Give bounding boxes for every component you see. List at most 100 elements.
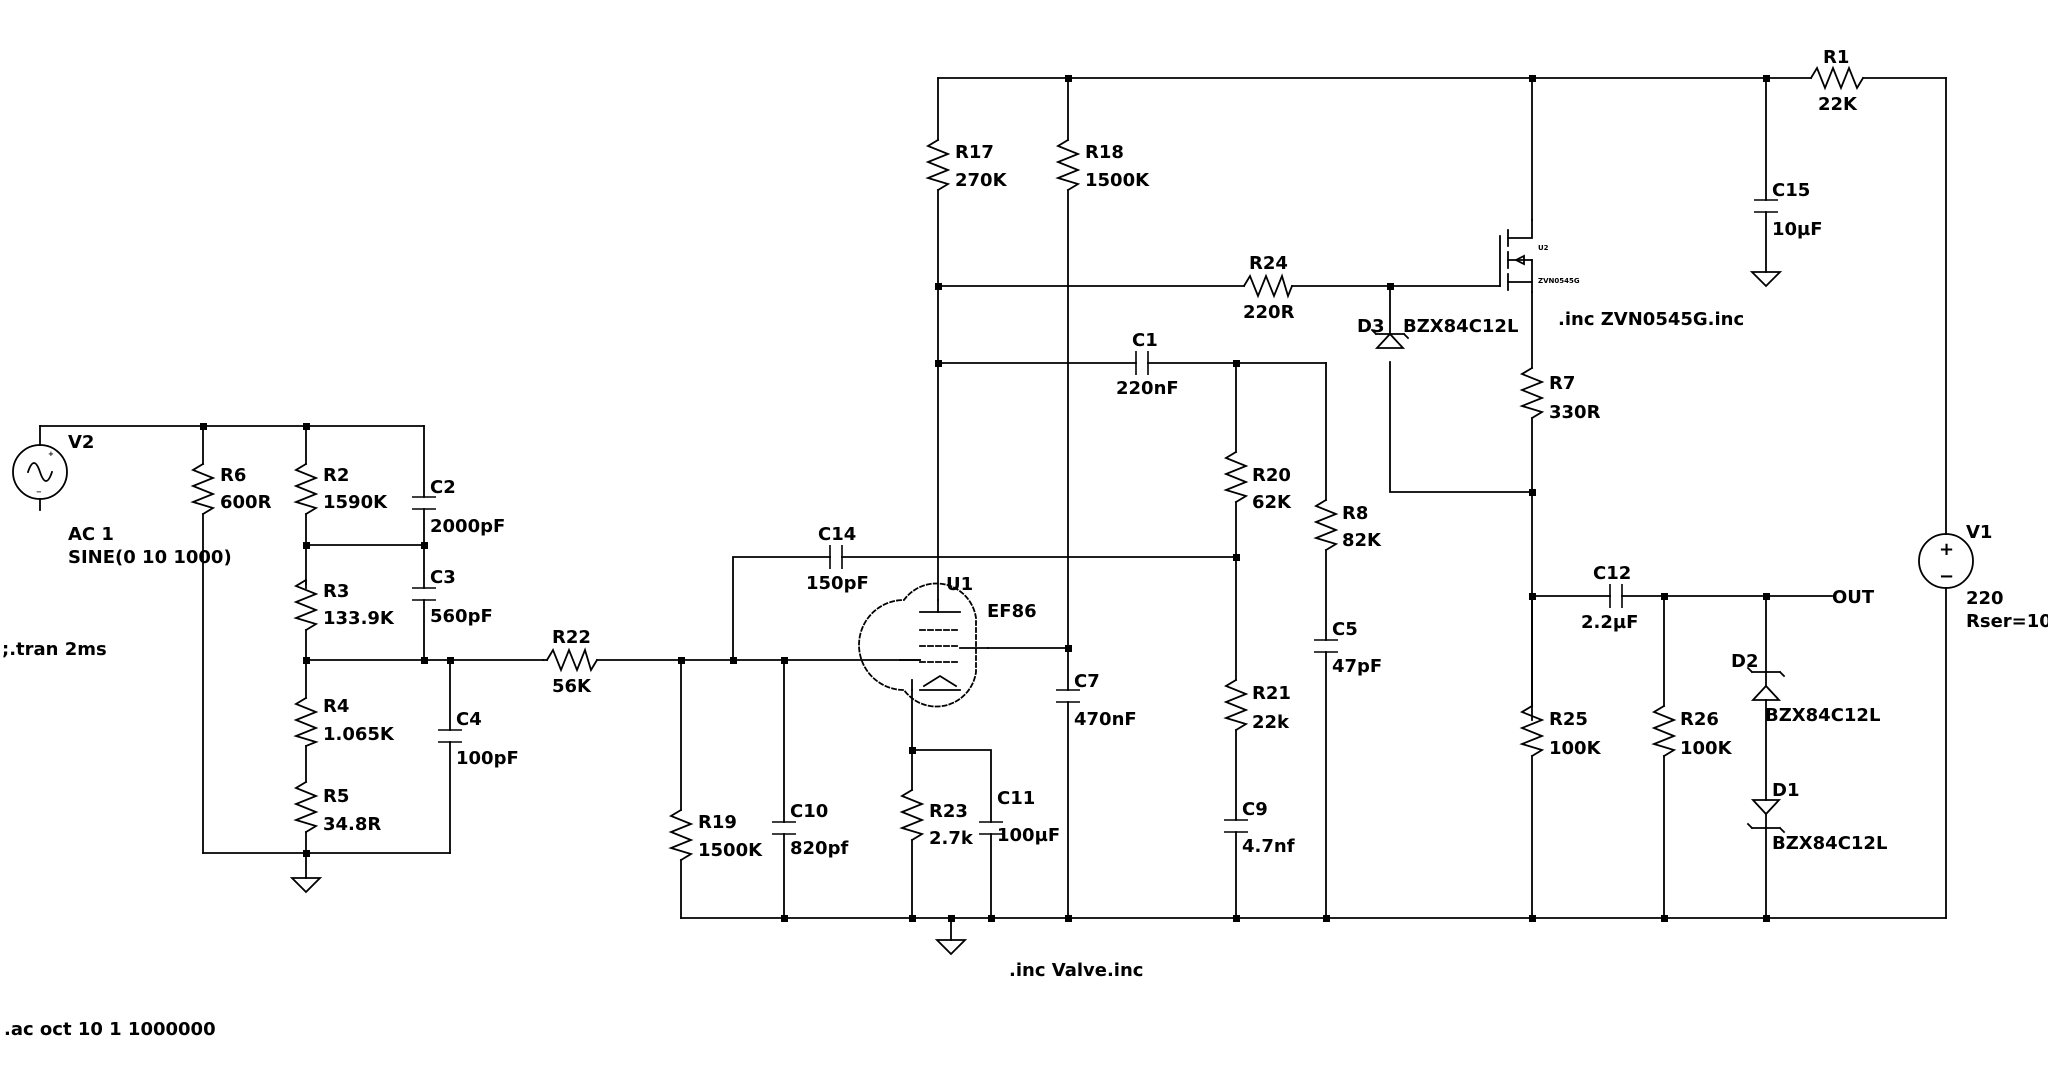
r5-name: R5: [323, 786, 349, 807]
ground-symbols: [289, 271, 1783, 956]
r5-symbol: [293, 780, 319, 834]
u2-mosfet: [1499, 219, 1533, 293]
r24-symbol: [1242, 273, 1294, 299]
r18-symbol: [1055, 138, 1081, 192]
r23-symbol: [899, 788, 925, 842]
ground-c15: [1749, 271, 1783, 288]
out-label: OUT: [1832, 587, 1875, 608]
c9-name: C9: [1242, 799, 1268, 820]
d2-name: D2: [1731, 651, 1758, 672]
v1-value-line2: Rser=10: [1966, 611, 2048, 632]
c7-value: 470nF: [1074, 709, 1137, 730]
resistor-symbols: [190, 65, 1865, 862]
c4-value: 100pF: [456, 748, 519, 769]
v2-source: + −: [12, 444, 68, 500]
c1-name: C1: [1132, 330, 1158, 351]
r2-value: 1590K: [323, 492, 388, 513]
r21-name: R21: [1252, 683, 1291, 704]
r17-value: 270K: [955, 170, 1008, 191]
c15-value: 10µF: [1772, 219, 1823, 240]
wires: [39, 77, 1947, 941]
r26-value: 100K: [1680, 738, 1733, 759]
svg-text:+: +: [48, 450, 54, 458]
c11-symbol: [979, 821, 1003, 835]
c5-value: 47pF: [1332, 656, 1382, 677]
c15-symbol: [1754, 199, 1778, 213]
r18-value: 1500K: [1085, 170, 1150, 191]
r20-symbol: [1223, 450, 1249, 504]
r21-symbol: [1223, 678, 1249, 732]
c4-symbol: [438, 729, 462, 743]
ground-left: [289, 877, 323, 894]
c2-value: 2000pF: [430, 516, 505, 537]
c1-value: 220nF: [1116, 378, 1179, 399]
r25-symbol: [1519, 704, 1545, 758]
inc-mosfet-directive: .inc ZVN0545G.inc: [1558, 309, 1744, 330]
c5-name: C5: [1332, 619, 1358, 640]
c3-name: C3: [430, 567, 456, 588]
c11-value: 100µF: [997, 825, 1060, 846]
r3-name: R3: [323, 581, 349, 602]
r22-symbol: [545, 647, 599, 673]
r25-value: 100K: [1549, 738, 1602, 759]
c3-symbol: [412, 587, 436, 601]
r3-value: 133.9K: [323, 608, 395, 629]
u2-name: U2: [1538, 244, 1549, 252]
u1-name: U1: [946, 574, 973, 595]
labels: V2 AC 1 SINE(0 10 1000) R6 600R R2 1590K…: [2, 47, 2048, 1040]
d2-symbol: [1746, 666, 1786, 701]
r3-symbol: [293, 578, 319, 632]
r5-value: 34.8R: [323, 814, 381, 835]
c10-name: C10: [790, 801, 828, 822]
r23-value: 2.7k: [929, 828, 974, 849]
r7-value: 330R: [1549, 402, 1601, 423]
capacitor-symbols: [412, 199, 1778, 835]
d2-value: BZX84C12L: [1765, 705, 1880, 726]
r7-name: R7: [1549, 373, 1575, 394]
c9-symbol: [1224, 819, 1248, 833]
v1-source: + −: [1918, 533, 1974, 589]
r7-symbol: [1519, 366, 1545, 420]
r24-value: 220R: [1243, 302, 1295, 323]
d1-symbol: [1746, 799, 1786, 834]
c4-name: C4: [456, 709, 482, 730]
d3-symbol: [1370, 328, 1410, 349]
inc-valve-directive: .inc Valve.inc: [1009, 960, 1143, 981]
c14-value: 150pF: [806, 573, 869, 594]
r19-name: R19: [698, 812, 737, 833]
c3-value: 560pF: [430, 606, 493, 627]
v1-plus-sign: +: [1939, 539, 1954, 560]
r6-symbol: [190, 462, 216, 516]
d1-value: BZX84C12L: [1772, 833, 1887, 854]
r20-name: R20: [1252, 465, 1291, 486]
r1-value: 22K: [1818, 94, 1858, 115]
d3-name: D3: [1357, 316, 1384, 337]
c10-symbol: [772, 821, 796, 835]
v2-value-line2: SINE(0 10 1000): [68, 547, 232, 568]
u2-value: ZVN0545G: [1538, 277, 1580, 285]
r4-name: R4: [323, 696, 349, 717]
r17-symbol: [925, 138, 951, 192]
c1-symbol: [1135, 351, 1149, 375]
r1-symbol: [1809, 65, 1865, 91]
r22-value: 56K: [552, 676, 592, 697]
c11-name: C11: [997, 788, 1035, 809]
ef86-tube: [858, 582, 989, 708]
r17-name: R17: [955, 142, 994, 163]
svg-text:−: −: [36, 488, 42, 496]
r8-value: 82K: [1342, 530, 1382, 551]
diode-symbols: [1370, 328, 1786, 834]
r6-value: 600R: [220, 492, 272, 513]
c15-name: C15: [1772, 180, 1810, 201]
ac-directive: .ac oct 10 1 1000000: [4, 1019, 216, 1040]
c7-name: C7: [1074, 671, 1100, 692]
d3-value: BZX84C12L: [1403, 316, 1518, 337]
c9-value: 4.7nf: [1242, 836, 1295, 857]
r1-name: R1: [1823, 47, 1849, 68]
r8-name: R8: [1342, 503, 1368, 524]
r26-symbol: [1651, 704, 1677, 758]
r20-value: 62K: [1252, 492, 1292, 513]
c7-symbol: [1056, 689, 1080, 703]
r24-name: R24: [1249, 253, 1288, 274]
v1-value-line1: 220: [1966, 588, 2004, 609]
